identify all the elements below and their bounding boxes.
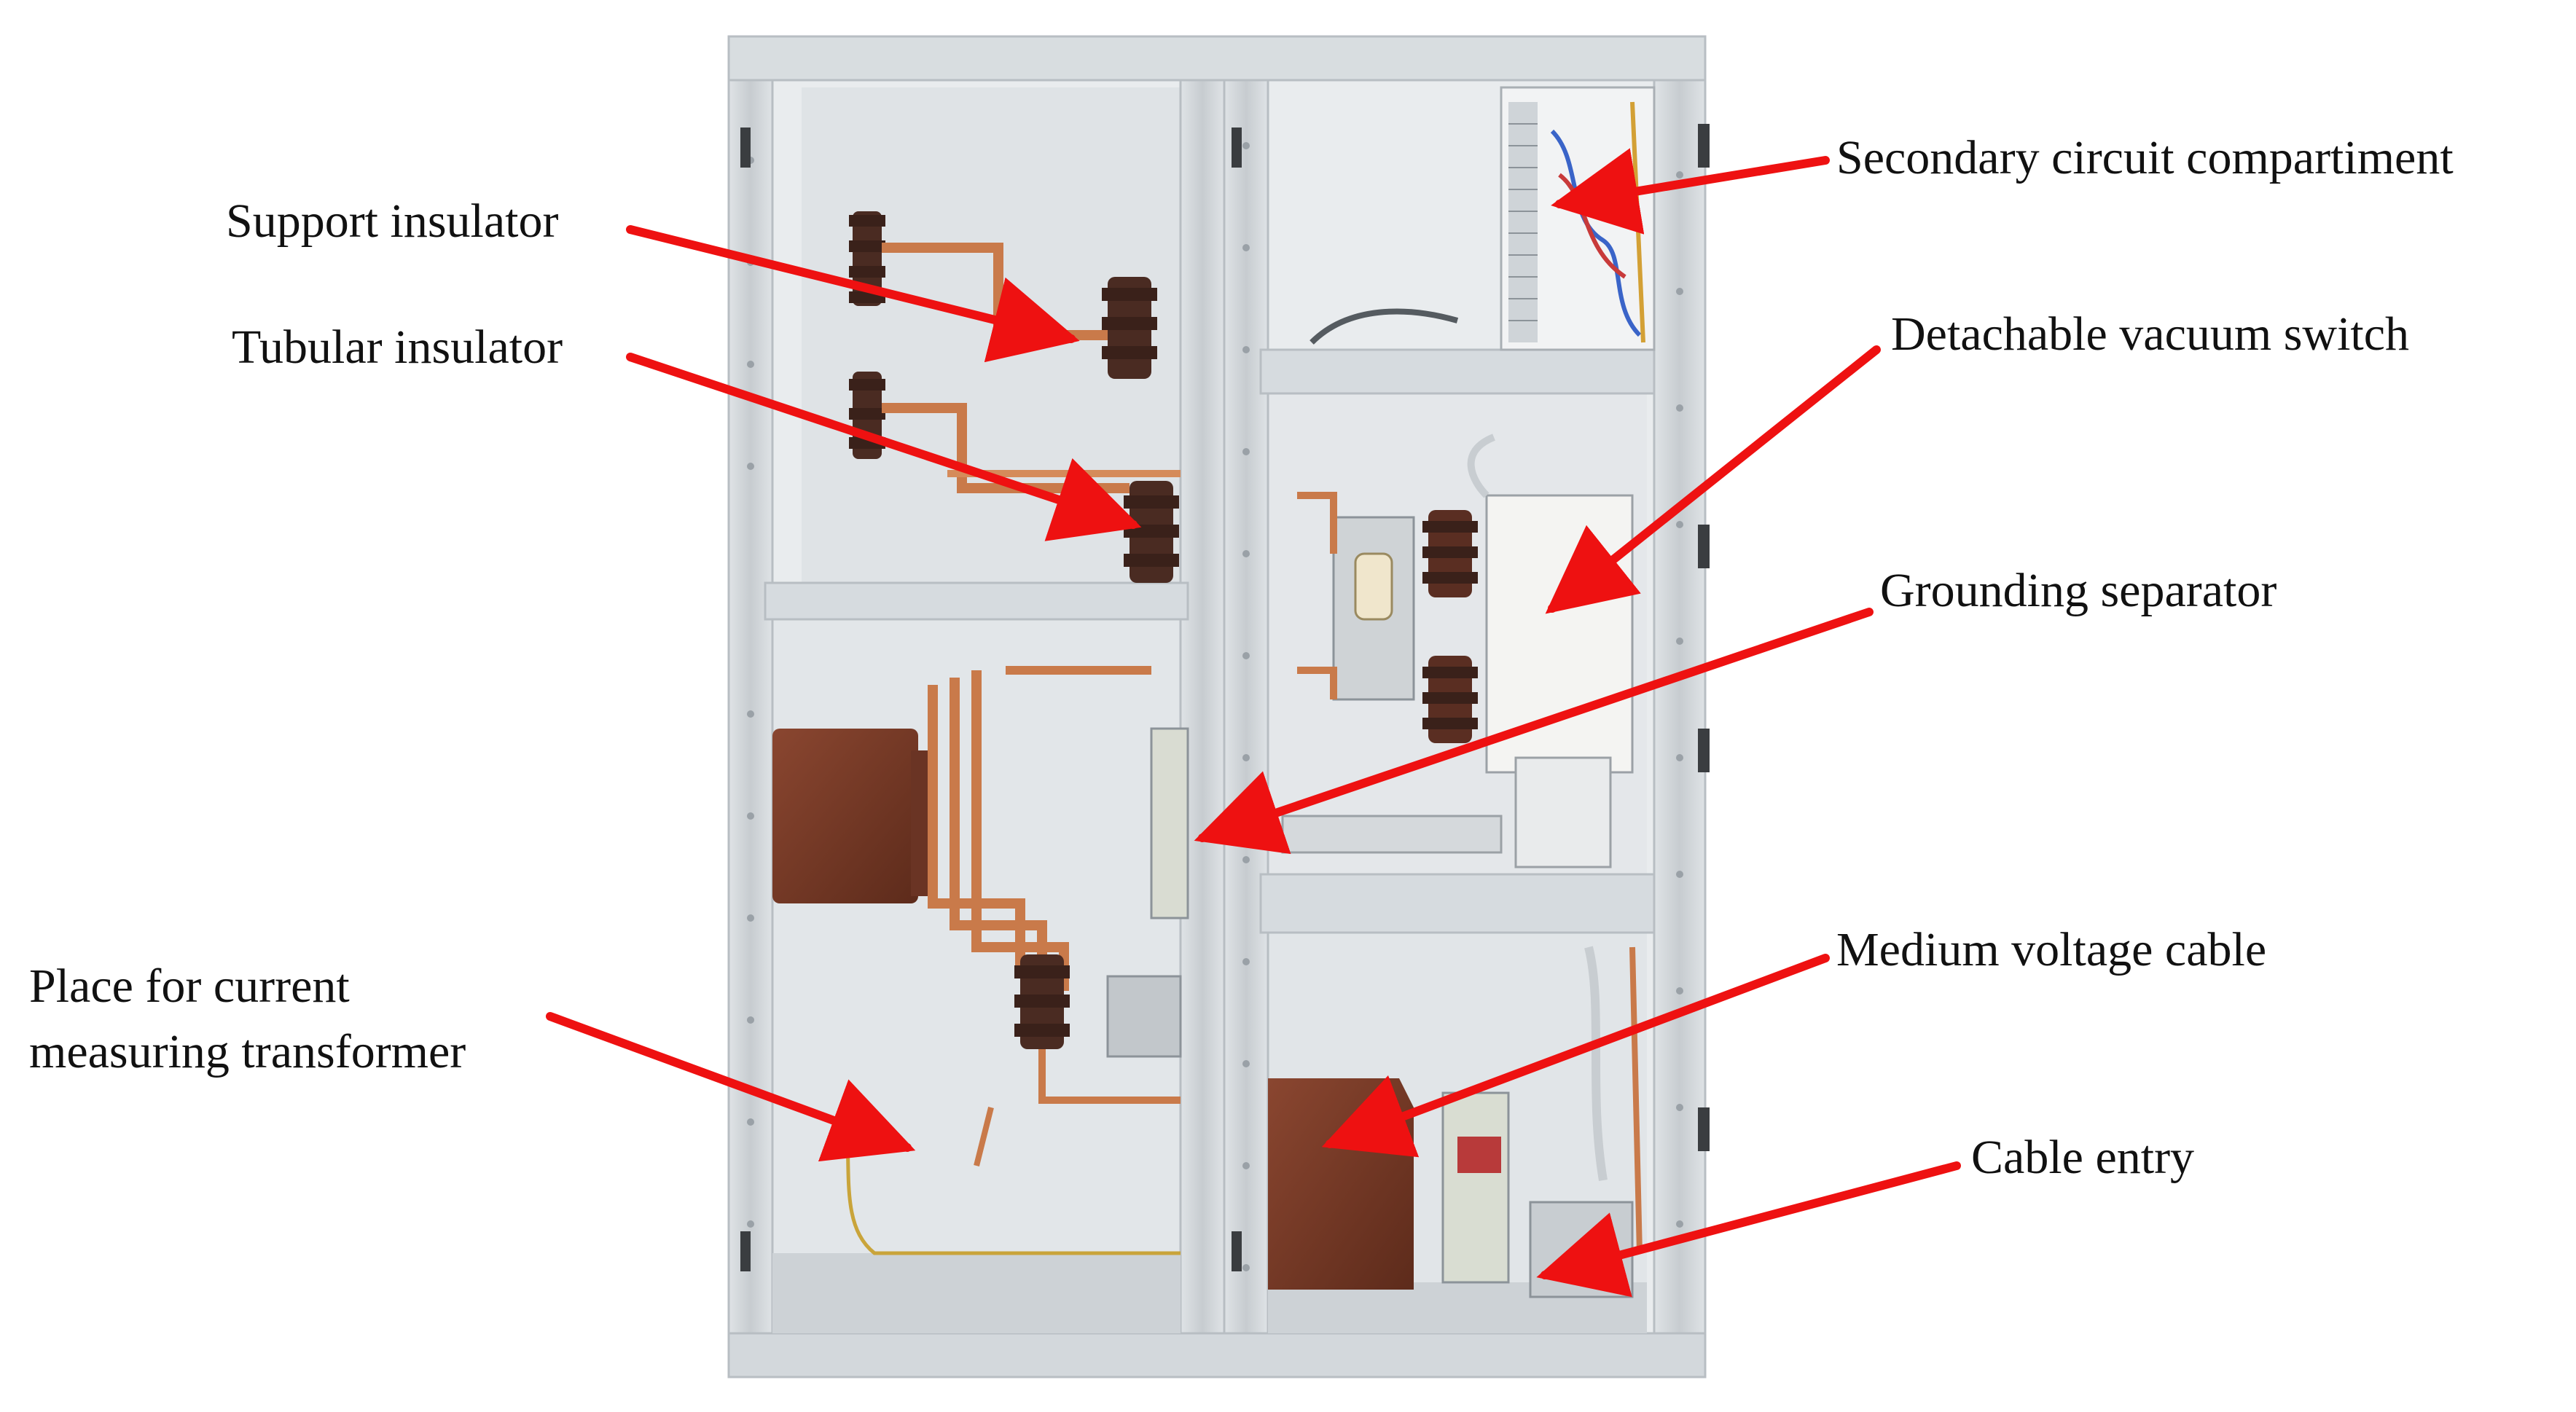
shelf-left [764,581,1189,621]
arrow-grounding-separator [1194,608,1874,855]
middle-post-left [1179,35,1226,1378]
label-vacuum-switch: Detachable vacuum switch [1891,307,2409,361]
shelf-right-lower [1259,873,1656,934]
shelf-right-upper [1259,348,1656,395]
callout-arrows [546,148,1961,1298]
arrow-current-transformer-place [546,1012,916,1162]
arrow-support-insulator [626,225,1080,363]
label-support-insulator: Support insulator [226,195,559,248]
labels: Support insulator Tubular insulator Plac… [29,131,2454,1184]
post-slots [740,124,1710,1271]
top-rail [727,35,1707,82]
label-cable-entry: Cable entry [1971,1131,2194,1184]
label-grounding-separator: Grounding separator [1880,564,2276,617]
floor-plate-left [772,1253,1181,1333]
label-medium-voltage-cable: Medium voltage cable [1836,923,2266,976]
post-perforations [747,142,1683,1271]
arrow-medium-voltage-cable [1321,954,1830,1158]
bottom-rail [727,1332,1707,1378]
lower-left-assembly [772,666,1189,1255]
right-post [1653,35,1707,1378]
label-current-transformer-line2: measuring transformer [29,1025,466,1078]
arrow-cable-entry [1536,1161,1961,1298]
cable-termination [1268,946,1643,1298]
left-post [727,35,774,1378]
label-current-transformer-line1: Place for current [29,960,350,1013]
middle-post-right [1223,35,1269,1378]
cabinet [727,35,1710,1378]
arrow-tubular-insulator [626,353,1142,541]
label-secondary-circuit: Secondary circuit compartiment [1836,131,2454,184]
arrow-secondary-circuit [1551,148,1830,235]
label-tubular-insulator: Tubular insulator [232,321,563,374]
arrow-vacuum-switch [1545,345,1881,614]
